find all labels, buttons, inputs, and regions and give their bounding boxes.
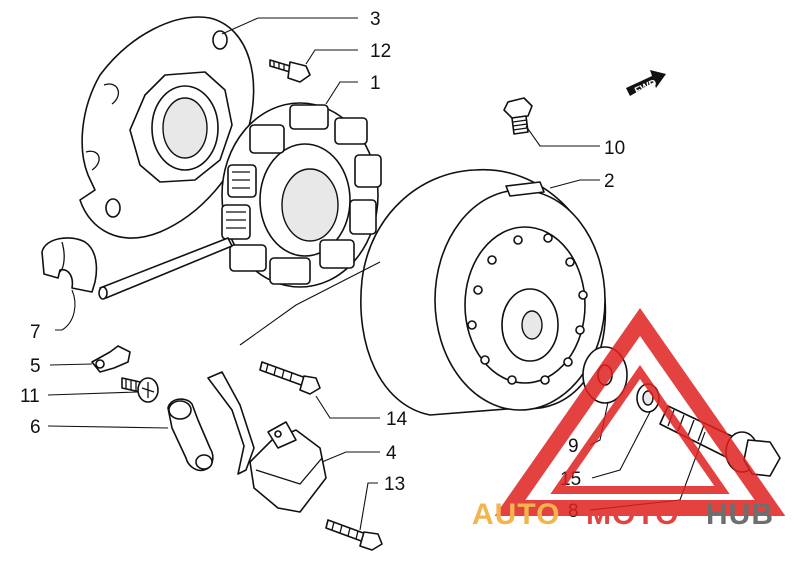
callout-6: 6 bbox=[30, 417, 41, 438]
flywheel-part-2 bbox=[360, 168, 607, 416]
watermark-inner-triangle-icon bbox=[550, 364, 730, 494]
stator-plate-part-3 bbox=[79, 16, 255, 239]
bolt-part-10 bbox=[503, 97, 533, 135]
bolt-part-14 bbox=[259, 361, 321, 395]
callout-11: 11 bbox=[20, 386, 40, 407]
automotohub-watermark: AUTO MOTO HUB bbox=[472, 308, 786, 531]
callout-9: 9 bbox=[568, 436, 579, 457]
fwd-arrow-icon: FWD bbox=[626, 70, 666, 97]
fwd-label: FWD bbox=[633, 78, 658, 97]
pulser-coil-part-4 bbox=[207, 371, 327, 513]
screw-part-13 bbox=[325, 519, 383, 551]
callout-2: 2 bbox=[604, 171, 615, 192]
callout-14: 14 bbox=[386, 409, 408, 430]
callout-5: 5 bbox=[30, 356, 41, 377]
bracket-part-6 bbox=[167, 398, 214, 472]
callout-13: 13 bbox=[384, 474, 405, 495]
watermark-auto: AUTO bbox=[472, 498, 560, 531]
callout-7: 7 bbox=[30, 322, 41, 343]
bolt-part-12 bbox=[269, 59, 311, 83]
watermark-triangle-icon bbox=[494, 308, 786, 516]
clip-part-5 bbox=[91, 345, 131, 373]
callout-3: 3 bbox=[370, 9, 381, 30]
callout-4: 4 bbox=[386, 443, 397, 464]
callout-12: 12 bbox=[370, 41, 391, 62]
stator-coil-part-1 bbox=[221, 102, 382, 288]
callout-10: 10 bbox=[604, 138, 625, 159]
watermark-hub: HUB bbox=[706, 498, 774, 531]
callout-labels: 3 12 1 10 2 7 5 11 6 14 4 13 9 15 8 bbox=[20, 9, 625, 522]
screw-part-11 bbox=[121, 377, 159, 403]
stator-wire bbox=[98, 237, 233, 300]
grommet-part-7 bbox=[41, 237, 98, 293]
watermark-moto: MOTO bbox=[586, 498, 679, 531]
callout-1: 1 bbox=[370, 73, 381, 94]
